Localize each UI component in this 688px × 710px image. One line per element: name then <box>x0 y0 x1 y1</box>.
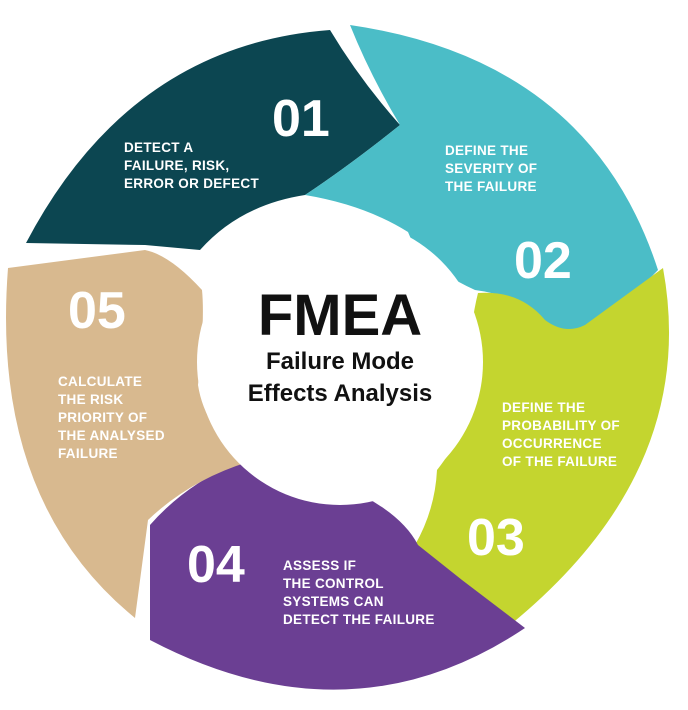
step-04-text-line1: ASSESS IF <box>283 558 356 573</box>
step-05-text-line2: THE RISK <box>58 392 123 407</box>
step-05-text-line5: FAILURE <box>58 446 118 461</box>
step-01-text-line3: ERROR OR DEFECT <box>124 176 259 191</box>
step-04-text-line4: DETECT THE FAILURE <box>283 612 435 627</box>
step-04-text-line3: SYSTEMS CAN <box>283 594 384 609</box>
step-02-text-line1: DEFINE THE <box>445 143 528 158</box>
step-03-number: 03 <box>467 509 525 567</box>
segment-step-04 <box>150 462 525 690</box>
center-title: FMEA <box>258 283 422 348</box>
step-04-number: 04 <box>187 536 245 594</box>
step-05-text-line4: THE ANALYSED <box>58 428 165 443</box>
step-03-text-line2: PROBABILITY OF <box>502 418 620 433</box>
step-03-text-line4: OF THE FAILURE <box>502 454 617 469</box>
segment-step-02 <box>305 25 658 332</box>
center-circle <box>197 219 483 505</box>
step-05-text-line3: PRIORITY OF <box>58 410 147 425</box>
step-02-text-line2: SEVERITY OF <box>445 161 537 176</box>
step-03-text-line3: OCCURRENCE <box>502 436 602 451</box>
step-05-number: 05 <box>68 282 126 340</box>
center-subtitle-line2: Effects Analysis <box>248 380 433 407</box>
step-01-text-line1: DETECT A <box>124 140 193 155</box>
step-04-text-line2: THE CONTROL <box>283 576 384 591</box>
step-02-text-line3: THE FAILURE <box>445 179 537 194</box>
segment-step-05 <box>6 250 249 618</box>
center-subtitle-line1: Failure Mode <box>266 348 414 375</box>
step-01-number: 01 <box>272 90 330 148</box>
step-03-text-line1: DEFINE THE <box>502 400 585 415</box>
step-01-text-line2: FAILURE, RISK, <box>124 158 229 173</box>
segment-step-01 <box>26 30 400 250</box>
step-05-text-line1: CALCULATE <box>58 374 142 389</box>
step-02-number: 02 <box>514 232 572 290</box>
